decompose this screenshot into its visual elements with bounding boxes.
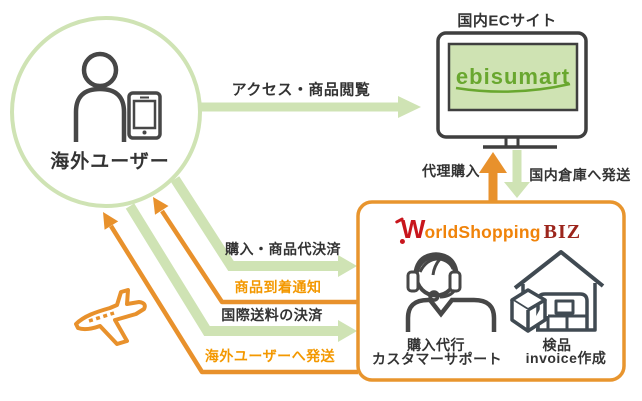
access-arrow xyxy=(198,96,421,118)
headset-operator-icon xyxy=(405,252,497,332)
tablet-icon xyxy=(127,91,162,140)
monitor-icon xyxy=(436,31,588,149)
overseas-user-label: 海外ユーザー xyxy=(50,151,170,173)
person-icon xyxy=(73,51,127,142)
warehouse-label-line1: 検品 xyxy=(542,337,572,353)
service-box xyxy=(356,200,626,382)
airplane-icon xyxy=(74,288,147,346)
warehouse-label-line2: invoice作成 xyxy=(525,350,607,366)
ship-to-warehouse-arrow xyxy=(504,150,530,198)
intl-shipping-payment-label: 国際送料の決済 xyxy=(221,307,323,323)
arrival-notice-arrow xyxy=(153,197,358,305)
access-label: アクセス・商品閲覧 xyxy=(231,81,371,99)
ec-site-title: 国内ECサイト xyxy=(457,12,557,30)
ship-to-user-arrow xyxy=(103,212,358,375)
ebisumart-underline xyxy=(455,82,571,93)
purchase-payment-arrow xyxy=(170,176,357,277)
purchase-payment-label: 購入・商品代決済 xyxy=(225,241,341,257)
ship-to-user-label: 海外ユーザーへ発送 xyxy=(204,348,336,364)
support-label-line1: 購入代行 xyxy=(407,337,465,353)
overseas-user-circle xyxy=(10,16,202,208)
ship-to-warehouse-label: 国内倉庫へ発送 xyxy=(529,167,631,183)
support-label-line2: カスタマーサポート xyxy=(371,351,503,367)
intl-shipping-payment-arrow xyxy=(125,203,357,342)
worldshopping-logo-text: orldShopping xyxy=(424,222,541,242)
shopping-cart-w-icon: W xyxy=(399,214,426,244)
proxy-purchase-label: 代理購入 xyxy=(422,163,480,179)
warehouse-boxes-icon xyxy=(510,250,605,333)
biz-logo-text: BIZ xyxy=(543,221,582,243)
ebisumart-logo: ebisumart xyxy=(455,64,571,89)
proxy-purchase-arrow xyxy=(479,152,507,203)
arrival-notice-label: 商品到着通知 xyxy=(234,279,322,295)
